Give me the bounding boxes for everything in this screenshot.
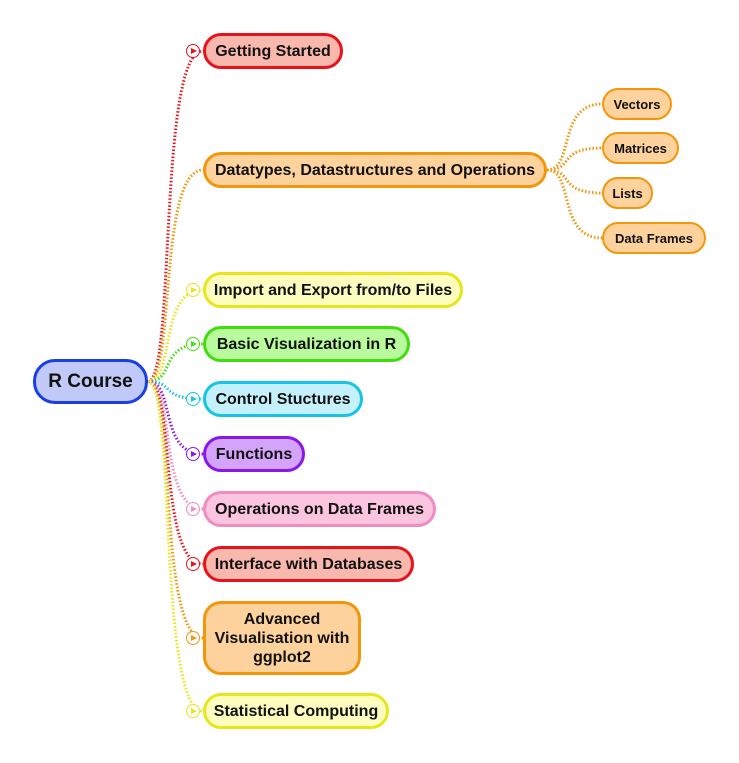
topic-functions[interactable]: Functions bbox=[203, 436, 305, 472]
link-marker-icon[interactable] bbox=[186, 283, 200, 297]
link-marker-icon[interactable] bbox=[186, 631, 200, 645]
topic-datatypes[interactable]: Datatypes, Datastructures and Operations bbox=[203, 152, 547, 188]
topic-interface-databases[interactable]: Interface with Databases bbox=[203, 546, 414, 582]
connector-line bbox=[546, 168, 603, 240]
topic-control-structures[interactable]: Control Stuctures bbox=[203, 381, 363, 417]
subtopic-data-frames[interactable]: Data Frames bbox=[602, 222, 706, 254]
topic-getting-started[interactable]: Getting Started bbox=[203, 33, 343, 69]
topic-advanced-visualisation[interactable]: Advanced Visualisation with ggplot2 bbox=[203, 601, 361, 675]
topic-operations-data-frames[interactable]: Operations on Data Frames bbox=[203, 491, 436, 527]
connector-line bbox=[147, 49, 204, 383]
connector-line bbox=[147, 380, 204, 566]
link-marker-icon[interactable] bbox=[186, 704, 200, 718]
subtopic-matrices[interactable]: Matrices bbox=[602, 132, 679, 164]
link-marker-icon[interactable] bbox=[186, 447, 200, 461]
link-marker-icon[interactable] bbox=[186, 337, 200, 351]
root-node[interactable]: R Course bbox=[33, 359, 148, 404]
link-marker-icon[interactable] bbox=[186, 392, 200, 406]
topic-statistical-computing[interactable]: Statistical Computing bbox=[203, 693, 389, 729]
connector-line bbox=[147, 288, 204, 383]
connector-line bbox=[546, 102, 603, 172]
subtopic-lists[interactable]: Lists bbox=[602, 177, 653, 209]
link-marker-icon[interactable] bbox=[186, 502, 200, 516]
topic-basic-visualization[interactable]: Basic Visualization in R bbox=[203, 326, 410, 362]
connector-line bbox=[147, 380, 204, 713]
subtopic-vectors[interactable]: Vectors bbox=[602, 88, 672, 120]
topic-import-export[interactable]: Import and Export from/to Files bbox=[203, 272, 463, 308]
link-marker-icon[interactable] bbox=[186, 557, 200, 571]
connector-line bbox=[546, 168, 603, 195]
connector-line bbox=[546, 146, 603, 172]
link-marker-icon[interactable] bbox=[186, 44, 200, 58]
